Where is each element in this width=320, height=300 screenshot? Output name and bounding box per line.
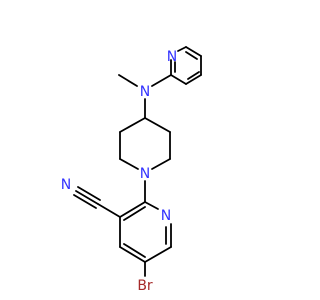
bond-nitrile-attach [97,203,121,218]
atom-n-nitrile: N [61,177,71,193]
bond-pyr1-c3-c2-double [123,206,146,221]
bond-pip-c2-n [151,158,171,170]
bond-pyr2-c2-c3 [170,74,187,85]
bond-pyr1-c5-c4 [119,246,146,263]
atom-bromine: Br [137,278,153,294]
bond-pyr2-c3-c4-double [187,71,200,80]
background [0,0,300,300]
bond-pip-c4-c3 [144,117,171,133]
bond-amine-pyridine [151,74,172,87]
bond-pyr1-c5-c4-double [123,243,146,258]
bond-pyr2-c3-c4 [185,74,202,85]
atom-n-amine: N [140,84,150,100]
bond-pyr1-c2-n [144,201,159,210]
bond-pyr2-c6-n [177,46,187,52]
atom-n-pyridine-upper: N [167,49,177,65]
bond-pyr2-c5-c6-double [185,51,198,60]
bond-pyr1-c3-c2 [119,201,146,218]
bond-nitrile-triple-3 [73,194,97,209]
atom-labels: N N N N N Br [61,49,177,294]
atom-n-piperidine: N [140,166,150,182]
bond-pyr2-c5-c6 [185,46,202,57]
bond-nitrile-triple-2 [77,186,101,201]
bond-pyr1-c6-c5 [144,246,172,263]
molecule-structure: N N N N N Br [0,0,300,300]
bond-pip-n-c6 [119,158,139,170]
bond-pip-c5-c4 [119,117,146,133]
bond-methyl [118,74,138,87]
bond-nitrile-triple-1 [75,190,99,205]
bonds [73,46,202,277]
atom-n-pyridine-lower: N [161,208,171,224]
